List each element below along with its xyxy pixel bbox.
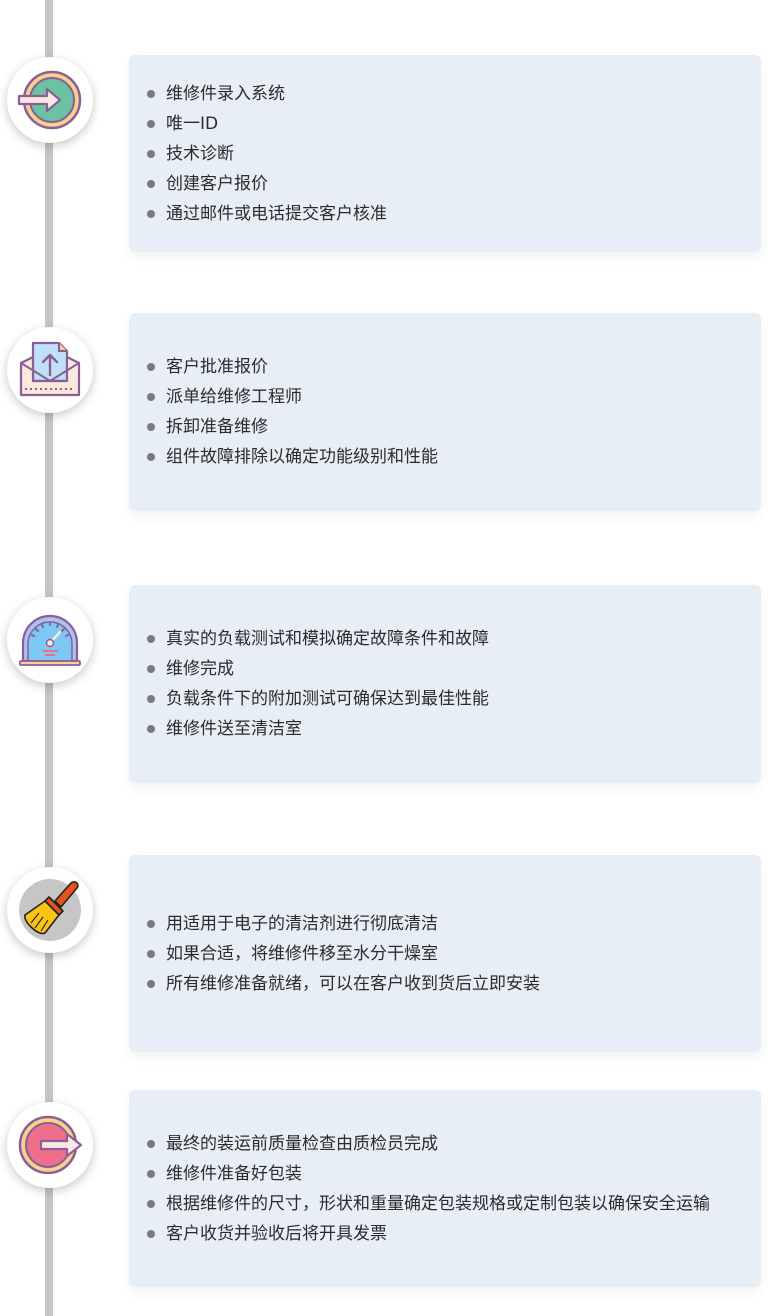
step-1-list: 维修件录入系统 唯一ID 技术诊断 创建客户报价 通过邮件或电话提交客户核准 bbox=[147, 79, 743, 229]
paintbrush-icon bbox=[19, 879, 81, 941]
step-2-icon-badge bbox=[7, 327, 93, 413]
list-item: 维修件送至清洁室 bbox=[147, 714, 743, 744]
list-item: 真实的负载测试和模拟确定故障条件和故障 bbox=[147, 624, 743, 654]
list-item: 负载条件下的附加测试可确保达到最佳性能 bbox=[147, 684, 743, 714]
list-item: 客户批准报价 bbox=[147, 352, 743, 382]
step-3-card: 真实的负载测试和模拟确定故障条件和故障 维修完成 负载条件下的附加测试可确保达到… bbox=[129, 585, 761, 783]
list-item: 唯一ID bbox=[147, 109, 743, 139]
step-5-list: 最终的装运前质量检查由质检员完成 维修件准备好包装 根据维修件的尺寸，形状和重量… bbox=[147, 1129, 743, 1249]
enter-arrow-icon bbox=[17, 70, 82, 130]
list-item: 技术诊断 bbox=[147, 139, 743, 169]
step-5-icon-badge bbox=[7, 1102, 93, 1188]
list-item: 通过邮件或电话提交客户核准 bbox=[147, 199, 743, 229]
list-item: 维修件录入系统 bbox=[147, 79, 743, 109]
list-item: 用适用于电子的清洁剂进行彻底清洁 bbox=[147, 909, 743, 939]
step-1-card: 维修件录入系统 唯一ID 技术诊断 创建客户报价 通过邮件或电话提交客户核准 bbox=[129, 55, 761, 252]
list-item: 派单给维修工程师 bbox=[147, 382, 743, 412]
list-item: 最终的装运前质量检查由质检员完成 bbox=[147, 1129, 743, 1159]
list-item: 客户收货并验收后将开具发票 bbox=[147, 1219, 743, 1249]
list-item: 维修完成 bbox=[147, 654, 743, 684]
speedometer-icon bbox=[19, 614, 81, 666]
list-item: 所有维修准备就绪，可以在客户收到货后立即安装 bbox=[147, 969, 743, 999]
step-4-list: 用适用于电子的清洁剂进行彻底清洁 如果合适，将维修件移至水分干燥室 所有维修准备… bbox=[147, 909, 743, 999]
step-4-card: 用适用于电子的清洁剂进行彻底清洁 如果合适，将维修件移至水分干燥室 所有维修准备… bbox=[129, 855, 761, 1052]
step-3-list: 真实的负载测试和模拟确定故障条件和故障 维修完成 负载条件下的附加测试可确保达到… bbox=[147, 624, 743, 744]
step-2-list: 客户批准报价 派单给维修工程师 拆卸准备维修 组件故障排除以确定功能级别和性能 bbox=[147, 352, 743, 472]
list-item: 组件故障排除以确定功能级别和性能 bbox=[147, 442, 743, 472]
step-4-icon-badge bbox=[7, 867, 93, 953]
step-1-icon-badge bbox=[7, 57, 93, 143]
list-item: 拆卸准备维修 bbox=[147, 412, 743, 442]
exit-arrow-icon bbox=[18, 1115, 83, 1175]
list-item: 如果合适，将维修件移至水分干燥室 bbox=[147, 939, 743, 969]
step-3-icon-badge bbox=[7, 597, 93, 683]
envelope-upload-icon bbox=[19, 341, 81, 397]
step-5-card: 最终的装运前质量检查由质检员完成 维修件准备好包装 根据维修件的尺寸，形状和重量… bbox=[129, 1090, 761, 1287]
step-2-card: 客户批准报价 派单给维修工程师 拆卸准备维修 组件故障排除以确定功能级别和性能 bbox=[129, 313, 761, 511]
list-item: 维修件准备好包装 bbox=[147, 1159, 743, 1189]
list-item: 创建客户报价 bbox=[147, 169, 743, 199]
list-item: 根据维修件的尺寸，形状和重量确定包装规格或定制包装以确保安全运输 bbox=[147, 1189, 743, 1219]
